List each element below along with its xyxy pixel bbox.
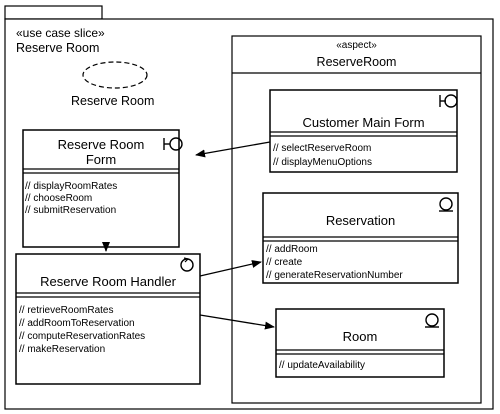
operation: // addRoomToReservation bbox=[19, 318, 135, 329]
class-reserve-room-handler bbox=[15, 253, 201, 385]
operation: // chooseRoom bbox=[25, 193, 93, 204]
boundary-icon bbox=[439, 94, 458, 108]
aspect-stereotype: «aspect» bbox=[336, 40, 377, 51]
operation: // computeReservationRates bbox=[19, 331, 146, 342]
arrow-handler-to-reservation bbox=[199, 260, 262, 277]
class-reservation bbox=[262, 192, 459, 284]
operation: // addRoom bbox=[266, 244, 318, 255]
arrow-handler-to-room bbox=[199, 314, 275, 330]
control-icon bbox=[180, 257, 194, 272]
operation: // retrieveRoomRates bbox=[19, 305, 114, 316]
class-customer-main-form bbox=[269, 89, 458, 173]
operation: // updateAvailability bbox=[279, 360, 365, 371]
room-name: Room bbox=[342, 329, 378, 344]
package-tab bbox=[4, 5, 103, 20]
entity-icon bbox=[439, 197, 453, 212]
package-stereotype: «use case slice» bbox=[16, 26, 105, 40]
class-reserve-room-form bbox=[22, 129, 183, 248]
operation: // selectReserveRoom bbox=[273, 143, 372, 154]
class-room bbox=[275, 308, 445, 378]
operation: // submitReservation bbox=[25, 205, 117, 216]
entity-icon bbox=[425, 313, 439, 328]
operation: // create bbox=[266, 257, 303, 268]
reserve-room-handler-name: Reserve Room Handler bbox=[40, 274, 176, 289]
customer-main-form-name: Customer Main Form bbox=[302, 115, 425, 130]
reserve-room-form-name-line2: Form bbox=[85, 152, 117, 167]
aspect-name: ReserveRoom bbox=[316, 55, 397, 69]
operation: // generateReservationNumber bbox=[266, 270, 403, 281]
arrow-customer-form-to-reserve-room-form bbox=[195, 141, 271, 158]
use-case-label: Reserve Room bbox=[71, 94, 155, 108]
operation: // displayMenuOptions bbox=[273, 157, 372, 168]
boundary-icon bbox=[163, 137, 183, 151]
reservation-name: Reservation bbox=[325, 213, 396, 228]
package-name: Reserve Room bbox=[16, 41, 100, 55]
operation: // displayRoomRates bbox=[25, 181, 118, 192]
reserve-room-form-name-line1: Reserve Room bbox=[57, 137, 145, 152]
operation: // makeReservation bbox=[19, 344, 106, 355]
use-case-ellipse bbox=[82, 61, 148, 89]
